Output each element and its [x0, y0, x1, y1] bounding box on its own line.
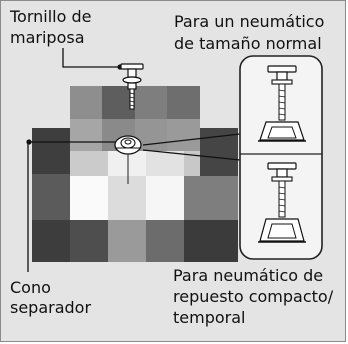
inset-connector-lower [142, 149, 241, 161]
normal-tire-label-line2: de tamaño normal [174, 34, 322, 53]
bolt-with-inverted-spacer-icon [258, 162, 306, 243]
spacer-cone-icon [114, 135, 142, 184]
normal-tire-label: Para un neumático [174, 12, 325, 31]
inset-box [239, 55, 323, 260]
bolt-with-spacer-icon [258, 65, 306, 142]
wing-bolt-icon [120, 63, 144, 110]
wing-bolt-label: Tornillo de [10, 7, 92, 26]
spacer-cone-leader-dot [26, 139, 32, 145]
compact-spare-label: Para neumático de [173, 266, 324, 285]
spacer-cone-label: Cono [10, 278, 51, 297]
spacer-cone-leader-line [27, 141, 115, 272]
wing-bolt-leader-line [62, 48, 120, 68]
wing-bolt-label-line2: mariposa [10, 28, 85, 47]
inset-connector-upper [142, 133, 241, 146]
spacer-cone-label-line2: separador [10, 298, 92, 317]
compact-spare-label-line3: temporal [173, 308, 246, 327]
compact-spare-label-line2: repuesto compacto/ [173, 287, 334, 306]
